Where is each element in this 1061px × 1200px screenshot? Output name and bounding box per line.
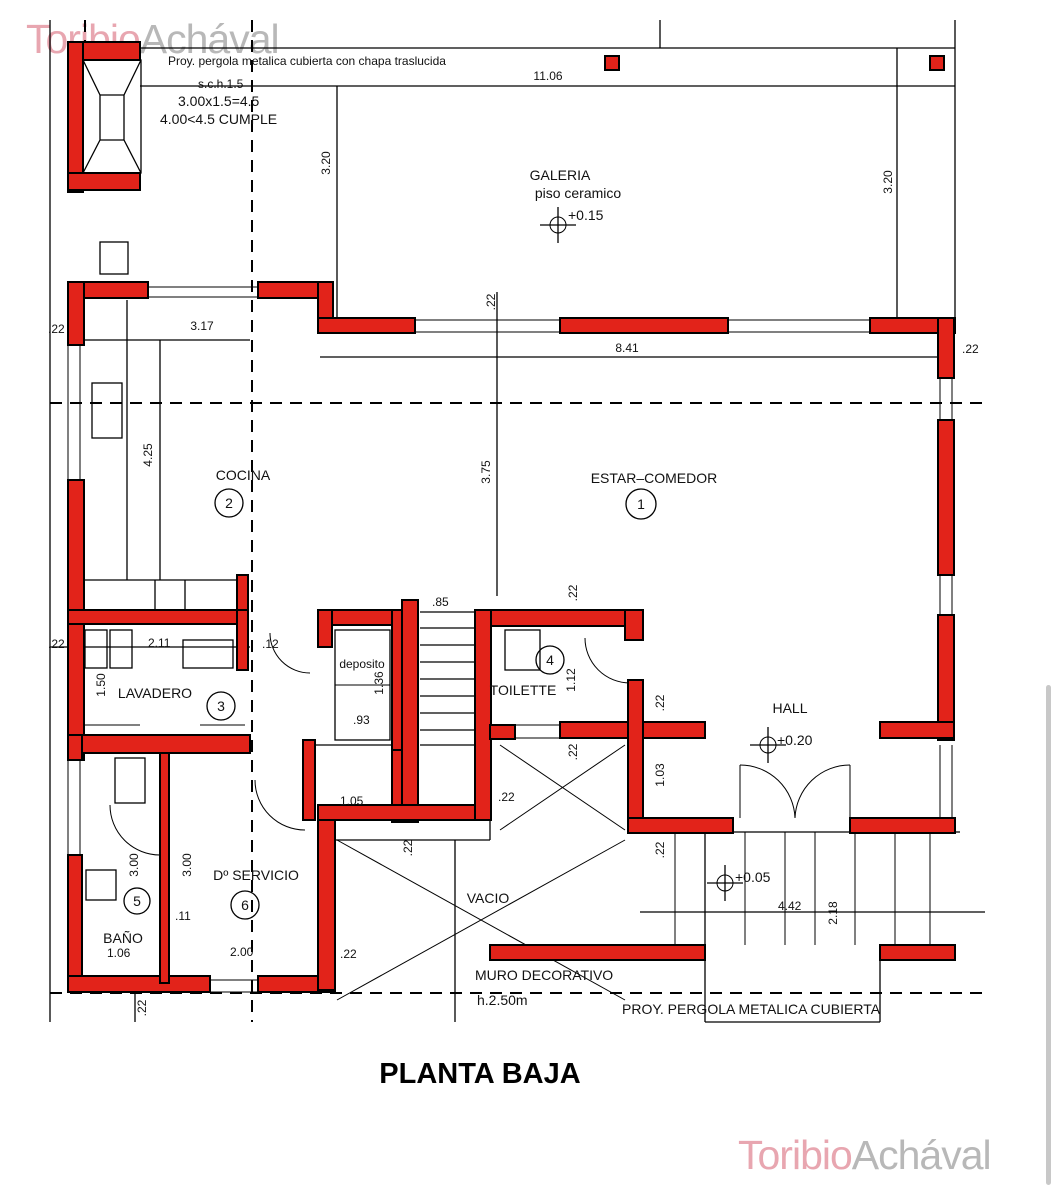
dim-22-vacio: .22 [498, 790, 515, 804]
dimensions: 3.17 8.41 .22 .22 .22 .22 .22 .12 .85 2.… [48, 151, 979, 1016]
room-lavadero-label: LAVADERO [118, 685, 192, 701]
level-galeria: +0.15 [568, 207, 604, 223]
annotation-muro: MURO DECORATIVO [475, 967, 613, 983]
dim-8-41: 8.41 [615, 341, 639, 355]
room-toilette-label: TOILETTE [490, 682, 557, 698]
dim-3-17: 3.17 [190, 319, 214, 333]
dim-4-25: 4.25 [141, 443, 155, 467]
dim-1-06: 1.06 [107, 946, 131, 960]
room-hall-label: HALL [772, 700, 807, 716]
dim-2-11: 2.11 [148, 636, 171, 650]
watermark-bottom: ToribioAchával [738, 1132, 992, 1179]
level-entrada: +0.05 [735, 869, 771, 885]
annotation-pergola-dim: 11.06 [533, 69, 562, 83]
dim-22-vert-hall: .22 [653, 694, 667, 711]
dim-3-20-left: 3.20 [319, 151, 333, 175]
room-bano-number: 5 [133, 893, 141, 909]
axis-lines [50, 20, 985, 1022]
dim-3-00-servicio: 3.00 [180, 853, 194, 877]
annotation-pergola-bottom: PROY. PERGOLA METALICA CUBIERTA [622, 1001, 881, 1017]
scrollbar[interactable] [1046, 685, 1051, 1185]
dim-22-vert-bottom: .22 [135, 999, 149, 1016]
room-estar-label: ESTAR–COMEDOR [591, 470, 718, 486]
dim-3-00-bano: 3.00 [127, 853, 141, 877]
dim-85: .85 [432, 595, 449, 609]
dim-1-05: 1.05 [340, 794, 364, 808]
watermark-top: ToribioAchával [26, 16, 280, 63]
watermark-part2: Achával [851, 1132, 992, 1178]
annotation-calc3: 4.00<4.5 CUMPLE [160, 111, 277, 127]
room-number-circles [123, 488, 657, 920]
dim-22-vert-vacio: .22 [401, 839, 415, 856]
room-toilette-number: 4 [546, 652, 554, 668]
dim-1-03: 1.03 [653, 763, 667, 787]
room-lavadero-number: 3 [217, 698, 225, 714]
dim-3-20-right: 3.20 [881, 170, 895, 194]
dim-22-vert-toilette: .22 [566, 584, 580, 601]
level-markers [540, 207, 786, 901]
dim-1-50: 1.50 [94, 673, 108, 697]
annotation-pergola-top: Proy. pergola metalica cubierta con chap… [168, 54, 446, 68]
plan-title: PLANTA BAJA [379, 1058, 581, 1090]
room-vacio-label: VACIO [467, 890, 510, 906]
dim-1-36: 1.36 [372, 671, 386, 695]
room-servicio-label: Dº SERVICIO [213, 867, 299, 883]
annotation-calc2: 3.00x1.5=4.5 [178, 93, 260, 109]
dim-22-vert-entry: .22 [653, 841, 667, 858]
walls [67, 41, 956, 993]
dim-4-42: 4.42 [778, 899, 802, 913]
dim-22-vert-top: .22 [484, 293, 498, 310]
doors [109, 632, 851, 856]
room-servicio-number: 6 [241, 897, 249, 913]
room-deposito-label: deposito [339, 657, 385, 671]
dim-22-left: .22 [48, 322, 65, 336]
level-hall: +0.20 [777, 732, 813, 748]
dim-22-vert-lower: .22 [566, 743, 580, 760]
room-galeria-label: GALERIA [530, 167, 591, 183]
annotation-muro-height: h.2.50m [477, 992, 528, 1008]
room-cocina-number: 2 [225, 495, 233, 511]
annotation-calc1: s.c.h.1.5 [198, 77, 244, 91]
dim-3-75: 3.75 [479, 460, 493, 484]
room-galeria-floor: piso ceramico [535, 185, 622, 201]
dim-1-12: 1.12 [564, 668, 578, 692]
dim-22-right: .22 [962, 342, 979, 356]
watermark-part1: Toribio [738, 1132, 853, 1178]
dim-2-00: 2.00 [230, 945, 254, 959]
room-bano-label: BAÑO [103, 930, 143, 946]
dim-22-left-lower: .22 [48, 637, 65, 651]
dim-11: .11 [175, 909, 191, 923]
dim-12: .12 [262, 637, 279, 651]
dim-93: .93 [353, 713, 370, 727]
room-cocina-label: COCINA [216, 467, 271, 483]
room-estar-number: 1 [637, 496, 645, 512]
dim-2-18: 2.18 [826, 901, 840, 925]
dim-22-servicio: .22 [340, 947, 357, 961]
watermark-part2: Achával [139, 16, 280, 62]
